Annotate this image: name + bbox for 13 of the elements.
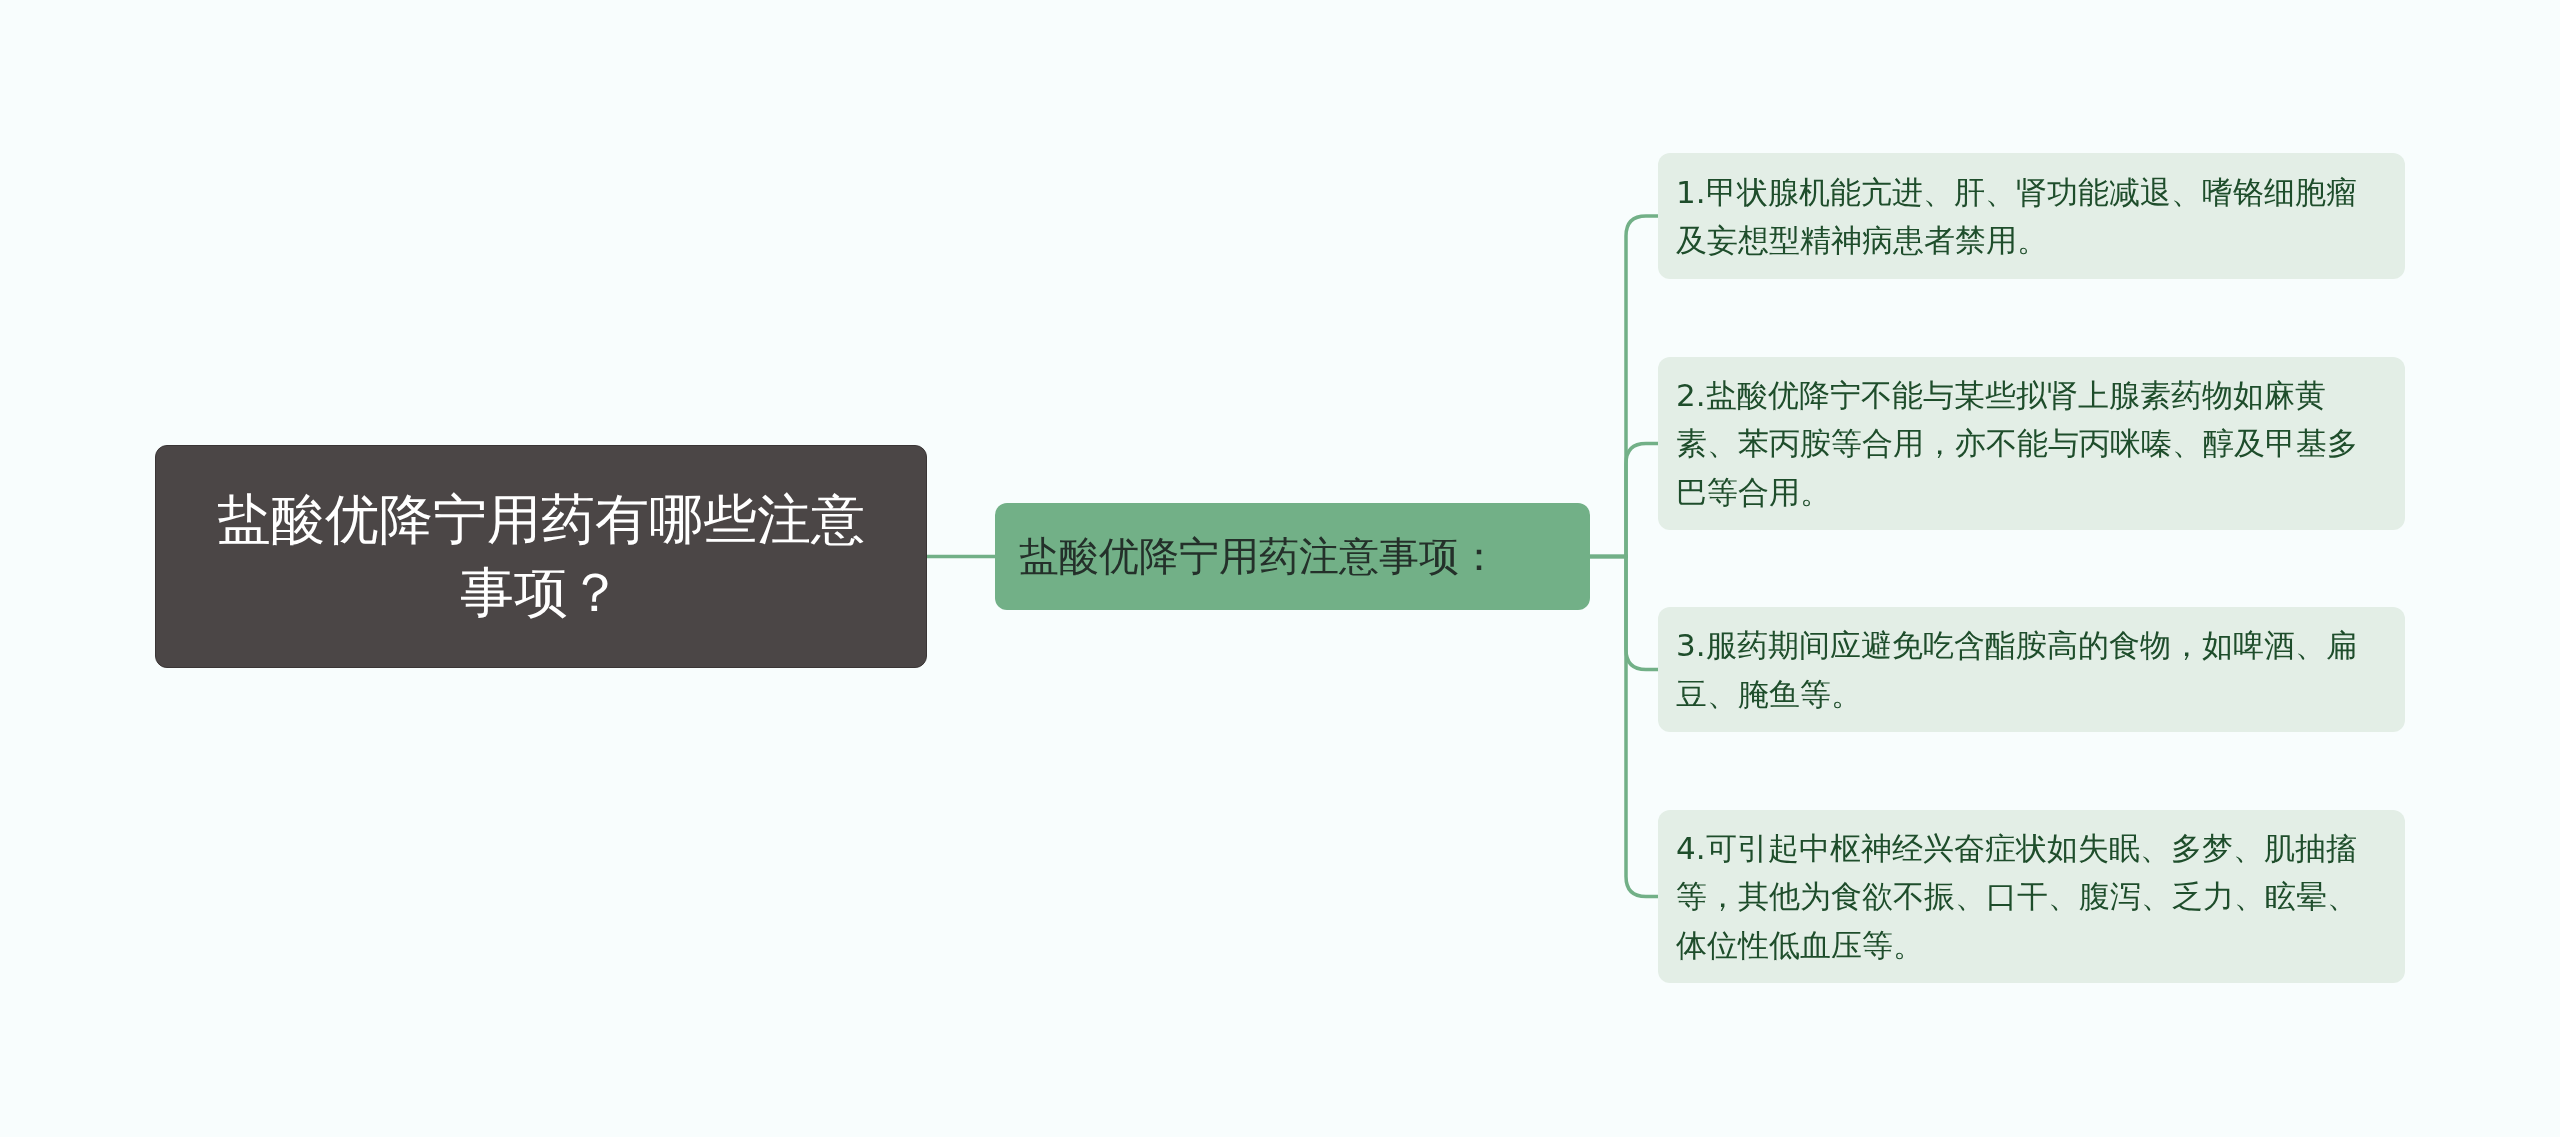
topic-box	[155, 445, 927, 668]
node-text: 盐酸优降宁用药注意事项：	[1019, 532, 1499, 581]
connector-line	[927, 554, 995, 559]
note-box	[1658, 607, 2405, 732]
node-text: 1.甲状腺机能亢进、肝、肾功能减退、嗜铬细胞瘤及妄想型精神病患者禁用。	[1676, 172, 2358, 260]
node-text: 4.可引起中枢神经兴奋症状如失眠、多梦、肌抽搐等，其他为食欲不振、口干、腹泻、乏力、眩晕、体位性低血压等。	[1676, 829, 2359, 965]
note-box	[1658, 357, 2405, 530]
node-text: 2.盐酸优降宁不能与某些拟肾上腺素药物如麻黄素、苯丙胺等合用，亦不能与丙咪嗪、醇及甲基多巴等合用。	[1676, 376, 2359, 512]
node-text: 盐酸优降宁用药有哪些注意事项？	[216, 486, 866, 626]
node-text: 3.服药期间应避免吃含酯胺高的食物，如啤酒、扁豆、腌鱼等。	[1676, 626, 2358, 714]
note-box	[1658, 810, 2405, 983]
subtopic-box	[995, 503, 1590, 610]
note-box	[1658, 153, 2405, 279]
